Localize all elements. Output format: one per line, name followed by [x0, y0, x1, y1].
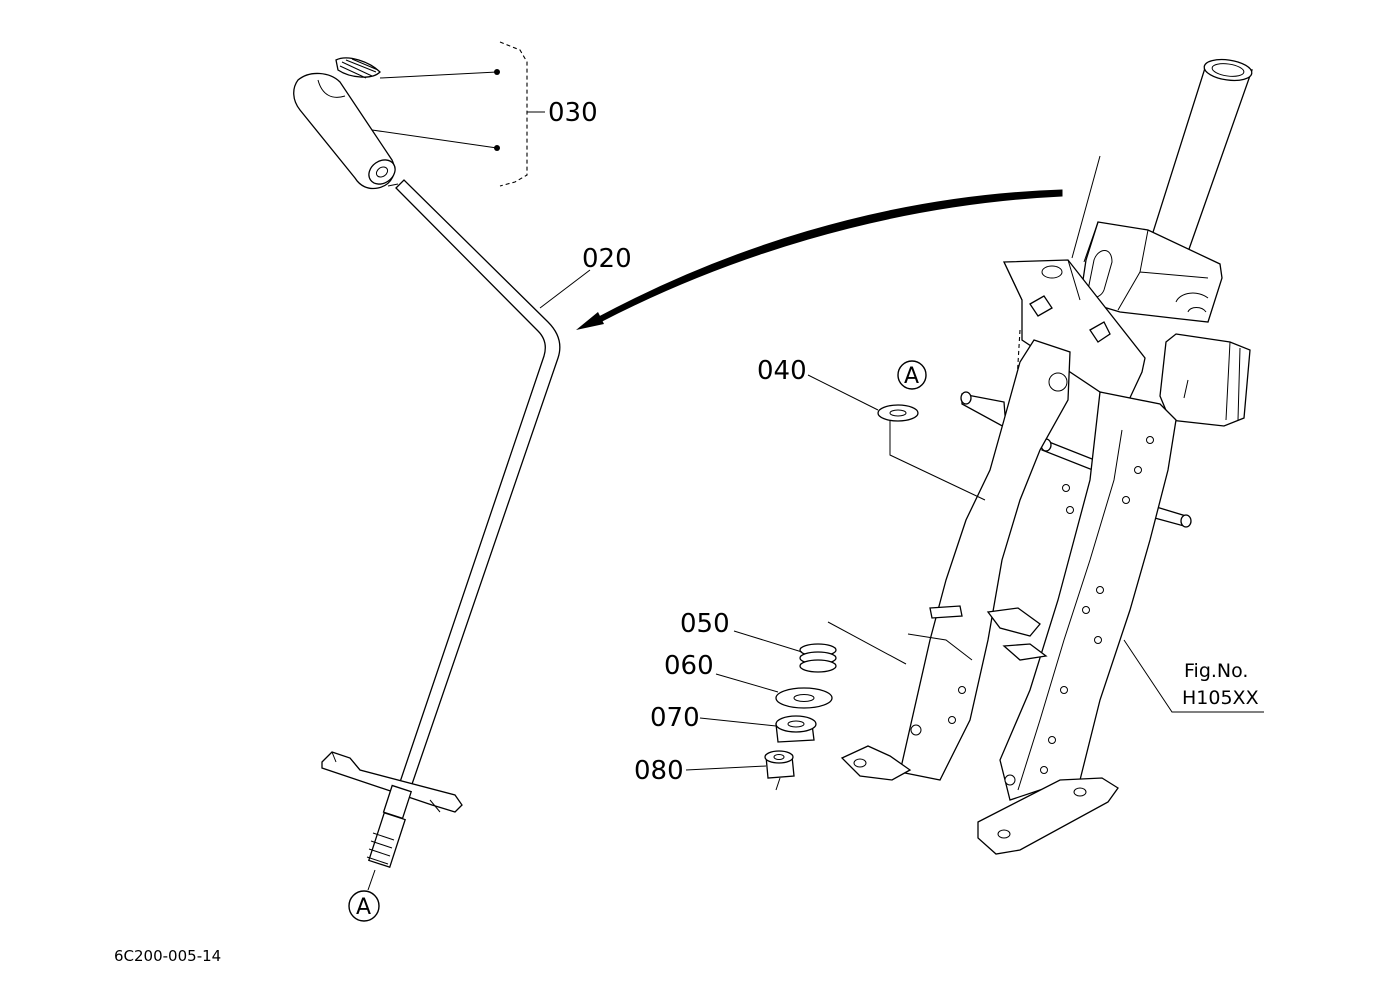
part-030-knob [293, 57, 396, 190]
reference-mark-a-top: A [897, 360, 927, 390]
part-020-lever-rod [321, 179, 561, 891]
figure-number-value: H105XX [1182, 687, 1259, 709]
part-040-washer [807, 374, 986, 501]
label-040: 040 [757, 356, 807, 386]
label-070: 070 [650, 703, 700, 733]
label-050: 050 [680, 609, 730, 639]
part-050-spring [733, 621, 907, 673]
figure-number-label: Fig.No. [1184, 660, 1248, 682]
leader-030 [371, 41, 545, 187]
reference-a-top-text: A [904, 364, 919, 389]
frame-assembly [840, 58, 1253, 855]
label-060: 060 [664, 651, 714, 681]
part-070-flange-nut [699, 715, 817, 743]
label-020: 020 [582, 244, 632, 274]
figure-leader [1123, 639, 1264, 713]
part-080-nut [685, 750, 795, 791]
reference-a-bottom-text: A [356, 895, 371, 920]
assembly-arrow [576, 189, 1063, 330]
leader-020 [539, 269, 591, 309]
label-080: 080 [634, 756, 684, 786]
part-060-washer [715, 673, 833, 709]
drawing-code: 6C200-005-14 [114, 947, 221, 965]
label-030: 030 [548, 98, 598, 128]
reference-mark-a-bottom: A [348, 890, 380, 922]
